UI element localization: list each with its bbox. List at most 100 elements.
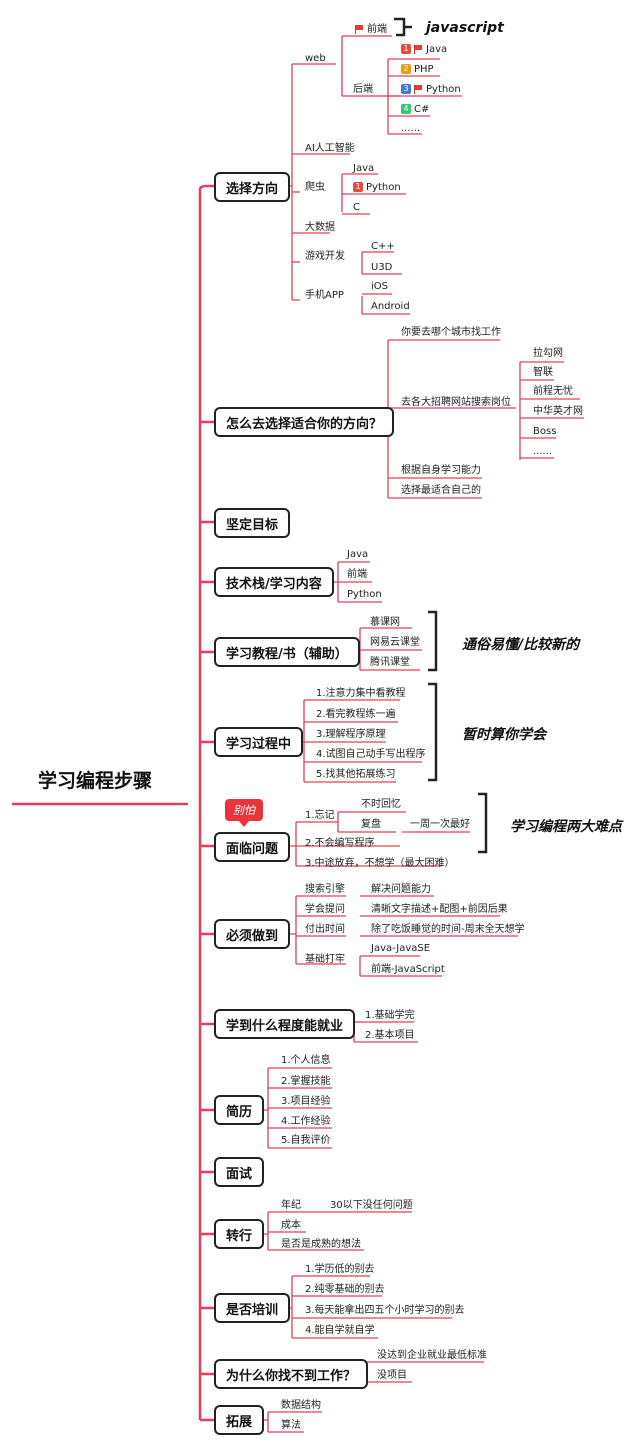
forget-recall: 不时回忆	[361, 799, 401, 810]
note-easy-new: 通俗易懂/比较新的	[462, 637, 580, 653]
basics-js: 前端-JavaScript	[371, 964, 445, 975]
node-game-dev: 游戏开发	[305, 251, 345, 262]
time-detail: 除了吃饭睡觉的时间-周末全天想学	[371, 924, 525, 935]
note-javascript: javascript	[426, 20, 504, 36]
site-chinahr: 中华英才网	[533, 406, 583, 417]
branch-no-job[interactable]: 为什么你找不到工作？	[214, 1359, 369, 1389]
game-cpp: C++	[371, 241, 395, 252]
branch-learning-process[interactable]: 学习过程中	[214, 727, 304, 757]
must-ask: 学会提问	[305, 904, 345, 915]
branch-career-change[interactable]: 转行	[214, 1219, 265, 1249]
tutorial-qq: 腾讯课堂	[370, 657, 410, 668]
branch-interview[interactable]: 面试	[214, 1157, 265, 1187]
stack-frontend: 前端	[347, 569, 367, 580]
tutorial-163: 网易云课堂	[370, 637, 420, 648]
process-step-4: 4.试图自己动手写出程序	[316, 749, 426, 760]
site-boss: Boss	[533, 426, 557, 437]
must-time: 付出时间	[305, 924, 345, 935]
flag-icon	[355, 24, 364, 34]
branch-employable-level[interactable]: 学到什么程度能就业	[214, 1009, 356, 1039]
training-3: 3.每天能拿出四五个小时学习的别去	[305, 1305, 465, 1316]
flag-icon	[414, 84, 423, 94]
process-step-1: 1.注意力集中看教程	[316, 688, 406, 699]
priority-3-badge: 3	[401, 84, 411, 94]
level-projects: 2.基本项目	[365, 1030, 415, 1041]
priority-1-badge: 1	[353, 182, 363, 192]
ask-detail: 清晰文字描述+配图+前因后果	[371, 904, 508, 915]
age-detail: 30以下没任何问题	[330, 1200, 413, 1211]
branch-tutorials[interactable]: 学习教程/书（辅助）	[214, 637, 360, 667]
process-step-3: 3.理解程序原理	[316, 729, 386, 740]
branch-choose-direction[interactable]: 选择方向	[214, 172, 291, 202]
game-u3d: U3D	[371, 262, 393, 273]
priority-1-badge: 1	[401, 44, 411, 54]
node-search-sites: 去各大招聘网站搜索岗位	[401, 397, 511, 408]
site-51job: 前程无忧	[533, 386, 573, 397]
tutorial-imooc: 慕课网	[370, 617, 400, 628]
crawler-c: C	[353, 202, 360, 213]
branch-firm-goal[interactable]: 坚定目标	[214, 508, 291, 538]
change-mature: 是否是成熟的想法	[281, 1239, 361, 1250]
nojob-standard: 没达到企业就业最低标准	[377, 1350, 487, 1361]
node-choose-best: 选择最适合自己的	[401, 485, 481, 496]
priority-4-badge: 4	[401, 104, 411, 114]
branch-extension[interactable]: 拓展	[214, 1405, 265, 1435]
forget-review: 复盘	[361, 819, 381, 830]
node-bigdata: 大数据	[305, 222, 335, 233]
must-basics: 基础打牢	[305, 954, 345, 965]
training-4: 4.能自学就自学	[305, 1325, 375, 1336]
branch-tech-stack[interactable]: 技术栈/学习内容	[214, 567, 334, 597]
branch-problems[interactable]: 面临问题	[214, 832, 291, 862]
root-title: 学习编程步骤	[38, 770, 153, 792]
training-1: 1.学历低的别去	[305, 1264, 375, 1275]
node-frontend: 前端	[355, 24, 387, 36]
resume-personal: 1.个人信息	[281, 1055, 331, 1066]
branch-how-to-choose[interactable]: 怎么去选择适合你的方向？	[214, 407, 395, 437]
branch-resume[interactable]: 简历	[214, 1095, 265, 1125]
problem-cant-code: 2.不会编写程序	[305, 838, 375, 849]
backend-more: ......	[401, 123, 421, 134]
stack-python: Python	[347, 589, 382, 600]
mobile-android: Android	[371, 301, 410, 312]
must-search-engine: 搜索引擎	[305, 884, 345, 895]
level-basics: 1.基础学完	[365, 1010, 415, 1021]
problem-give-up: 3.中途放弃，不想学（最大困难）	[305, 858, 455, 869]
change-cost: 成本	[281, 1220, 301, 1231]
dont-fear-callout: 别怕	[225, 799, 263, 827]
node-backend: 后端	[353, 84, 373, 95]
nojob-projects: 没项目	[377, 1370, 407, 1381]
process-step-5: 5.找其他拓展练习	[316, 769, 396, 780]
branch-training[interactable]: 是否培训	[214, 1293, 291, 1323]
note-count-learned: 暂时算你学会	[462, 727, 546, 743]
problem-forget: 1.忘记	[305, 810, 335, 821]
ext-data-structures: 数据结构	[281, 1400, 321, 1411]
note-two-difficulties: 学习编程两大难点	[510, 819, 622, 835]
node-web: web	[305, 53, 326, 64]
resume-self-eval: 5.自我评价	[281, 1135, 331, 1146]
branch-must-do[interactable]: 必须做到	[214, 919, 291, 949]
process-step-2: 2.看完教程练一遍	[316, 709, 396, 720]
node-ability: 根据自身学习能力	[401, 465, 481, 476]
stack-java: Java	[347, 549, 369, 560]
node-crawler: 爬虫	[305, 182, 325, 193]
mobile-ios: iOS	[371, 281, 388, 292]
site-lagou: 拉勾网	[533, 348, 563, 359]
flag-icon	[414, 44, 423, 54]
crawler-java: Java	[353, 163, 375, 174]
training-2: 2.纯零基础的别去	[305, 1284, 385, 1295]
review-weekly: 一周一次最好	[410, 819, 470, 830]
ext-algorithms: 算法	[281, 1420, 301, 1431]
priority-2-badge: 2	[401, 64, 411, 74]
node-mobile-app: 手机APP	[305, 290, 344, 301]
resume-work: 4.工作经验	[281, 1116, 331, 1127]
node-city: 你要去哪个城市找工作	[401, 327, 501, 338]
node-ai: AI人工智能	[305, 143, 355, 154]
change-age: 年纪	[281, 1200, 301, 1211]
resume-skills: 2.掌握技能	[281, 1076, 331, 1087]
search-engine-detail: 解决问题能力	[371, 884, 431, 895]
